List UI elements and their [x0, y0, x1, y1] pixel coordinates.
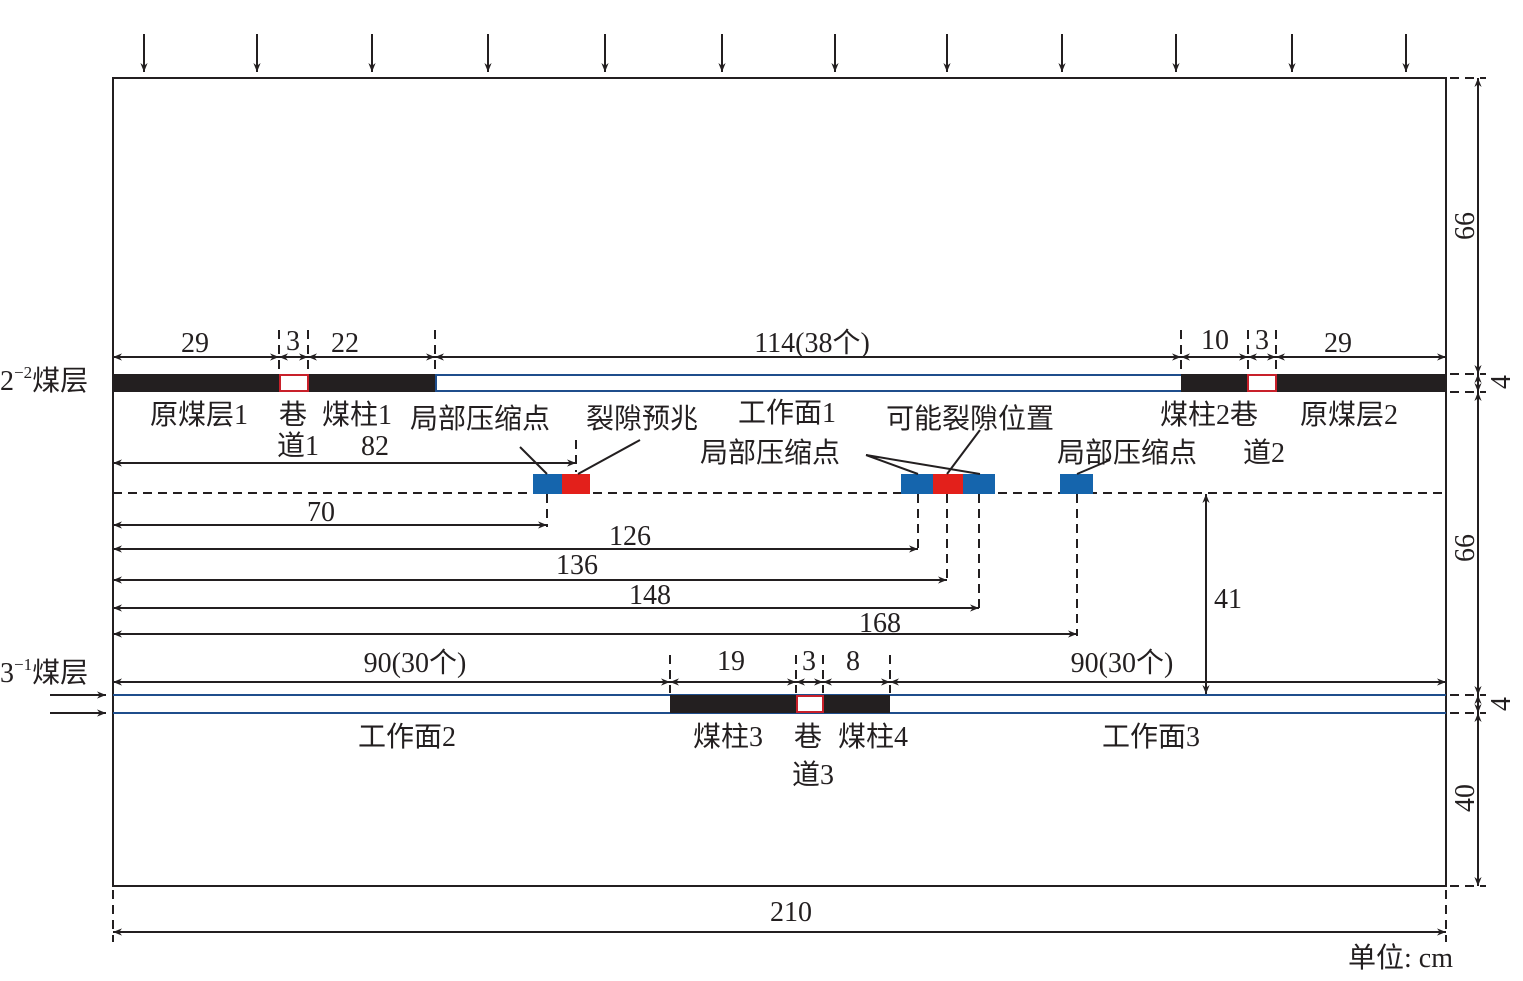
dim-148: 148: [629, 580, 671, 611]
upper-seam-label: 2−2煤层: [0, 363, 88, 397]
dim-126: 126: [609, 521, 651, 552]
upper-labels: 原煤层1 巷 道1 煤柱1 82 局部压缩点 裂隙预兆 工作面1 可能裂隙位置 …: [150, 397, 1398, 469]
dim-19: 19: [717, 646, 745, 677]
label-compress3: 局部压缩点: [1057, 437, 1197, 469]
roadway-1: [279, 374, 309, 392]
right-dimensions: 66 4 66 4 40: [1450, 77, 1517, 887]
label-compress2: 局部压缩点: [700, 437, 840, 469]
label-compress1: 局部压缩点: [410, 403, 550, 435]
lower-seam-label: 3−1煤层: [0, 655, 88, 689]
dim-82: 82: [361, 431, 389, 462]
label-face2: 工作面2: [358, 721, 456, 753]
label-pillar4: 煤柱4: [838, 721, 908, 753]
load-arrows: [140, 34, 1410, 72]
coal-block-right: [1181, 374, 1446, 392]
label-coal2: 原煤层2: [1300, 399, 1398, 431]
label-crack-position: 可能裂隙位置: [886, 403, 1054, 435]
label-road3-a: 巷: [794, 721, 822, 753]
compress-block: [1060, 474, 1093, 494]
roadway-2: [1247, 374, 1277, 392]
leader-lines: [519, 429, 1111, 475]
crack-block: [562, 474, 590, 494]
label-pillar1: 煤柱1: [322, 399, 392, 431]
lower-labels: 工作面2 煤柱3 巷 道3 煤柱4 工作面3: [358, 721, 1200, 791]
label-road1-b: 道1: [277, 430, 319, 462]
coal-block-left: [113, 374, 435, 392]
unit-label: 单位: cm: [1348, 942, 1453, 974]
dim-168: 168: [859, 608, 901, 639]
dim-90-right: 90(30个): [1071, 648, 1174, 679]
compress-block: [963, 474, 995, 494]
roadway-3: [796, 695, 824, 713]
lower-seam: [113, 694, 1446, 714]
dim-29-right: 29: [1324, 328, 1352, 359]
dim-70: 70: [307, 497, 335, 528]
dim-90-left: 90(30个): [364, 648, 467, 679]
dim-41: 41: [1214, 584, 1242, 615]
dim-10: 10: [1201, 325, 1229, 356]
dim-66-mid: 66: [1450, 534, 1481, 562]
label-pillar3: 煤柱3: [693, 721, 763, 753]
model-boundary: [112, 77, 1447, 887]
dim-22: 22: [331, 328, 359, 359]
dim-3-road1: 3: [286, 326, 300, 357]
dim-136: 136: [556, 550, 598, 581]
label-crack-sign: 裂隙预兆: [586, 403, 698, 435]
marker-blocks: [533, 474, 1093, 494]
label-road2-b: 道2: [1243, 437, 1285, 469]
dim-4-upper: 4: [1486, 375, 1517, 389]
top-dimensions: 29 3 22 114(38个) 10 3 29: [113, 325, 1446, 372]
dim-40: 40: [1450, 784, 1481, 812]
label-road1-a: 巷: [279, 399, 307, 431]
compress-block: [901, 474, 933, 494]
upper-seam: [113, 374, 1446, 392]
lower-dimensions: 90(30个) 19 3 8 90(30个): [113, 646, 1446, 693]
dim-66-top: 66: [1450, 212, 1481, 240]
dim-114: 114(38个): [754, 328, 870, 359]
dim-29-left: 29: [181, 328, 209, 359]
coal-pillar-lower: [670, 695, 890, 713]
crack-block: [933, 474, 963, 494]
compress-block: [533, 474, 562, 494]
dim-8: 8: [846, 646, 860, 677]
label-pillar2-road: 煤柱2巷: [1160, 399, 1258, 431]
dim-3-road3: 3: [802, 646, 816, 677]
mid-dimensions: 70 126 136 148 168: [113, 497, 1077, 639]
label-face3: 工作面3: [1102, 721, 1200, 753]
dim-210: 210: [770, 897, 812, 928]
label-road3-b: 道3: [792, 759, 834, 791]
label-coal1: 原煤层1: [150, 399, 248, 431]
label-face1: 工作面1: [738, 397, 836, 429]
dim-3-road2: 3: [1255, 325, 1269, 356]
dim-4-lower: 4: [1486, 697, 1517, 711]
